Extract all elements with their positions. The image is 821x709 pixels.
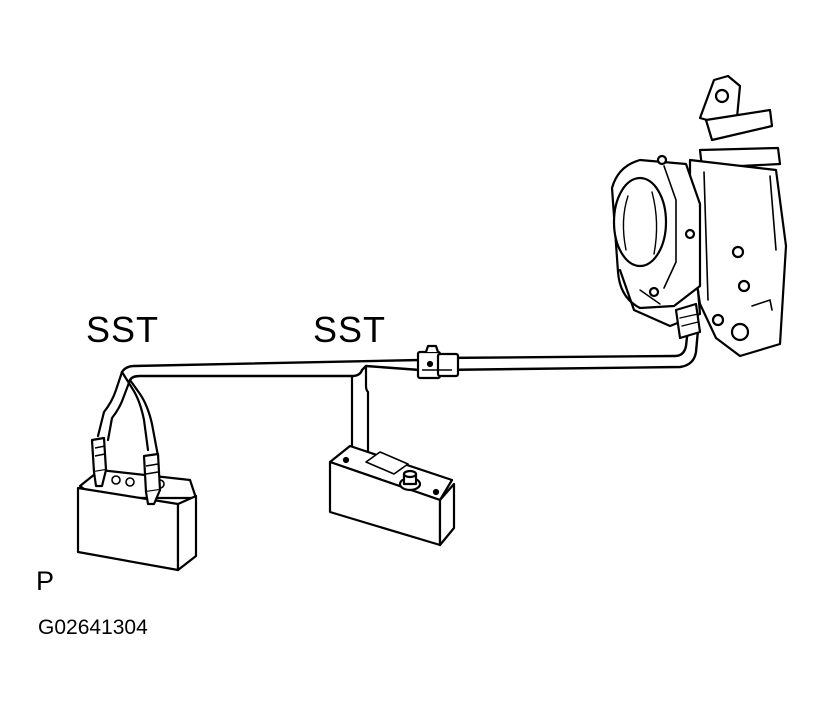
view-marker-label: P <box>36 566 55 596</box>
tester-box-leads <box>350 364 370 454</box>
figure-code-label: G02641304 <box>38 616 148 639</box>
main-harness <box>120 326 700 382</box>
battery-icon <box>76 436 198 572</box>
sst-label-right: SST <box>313 309 387 350</box>
connector-icon <box>416 344 460 380</box>
switch-box-icon <box>328 444 456 547</box>
sst-label-left: SST <box>86 309 160 350</box>
door-lock-actuator-icon <box>610 74 788 358</box>
battery-leads <box>96 370 160 458</box>
